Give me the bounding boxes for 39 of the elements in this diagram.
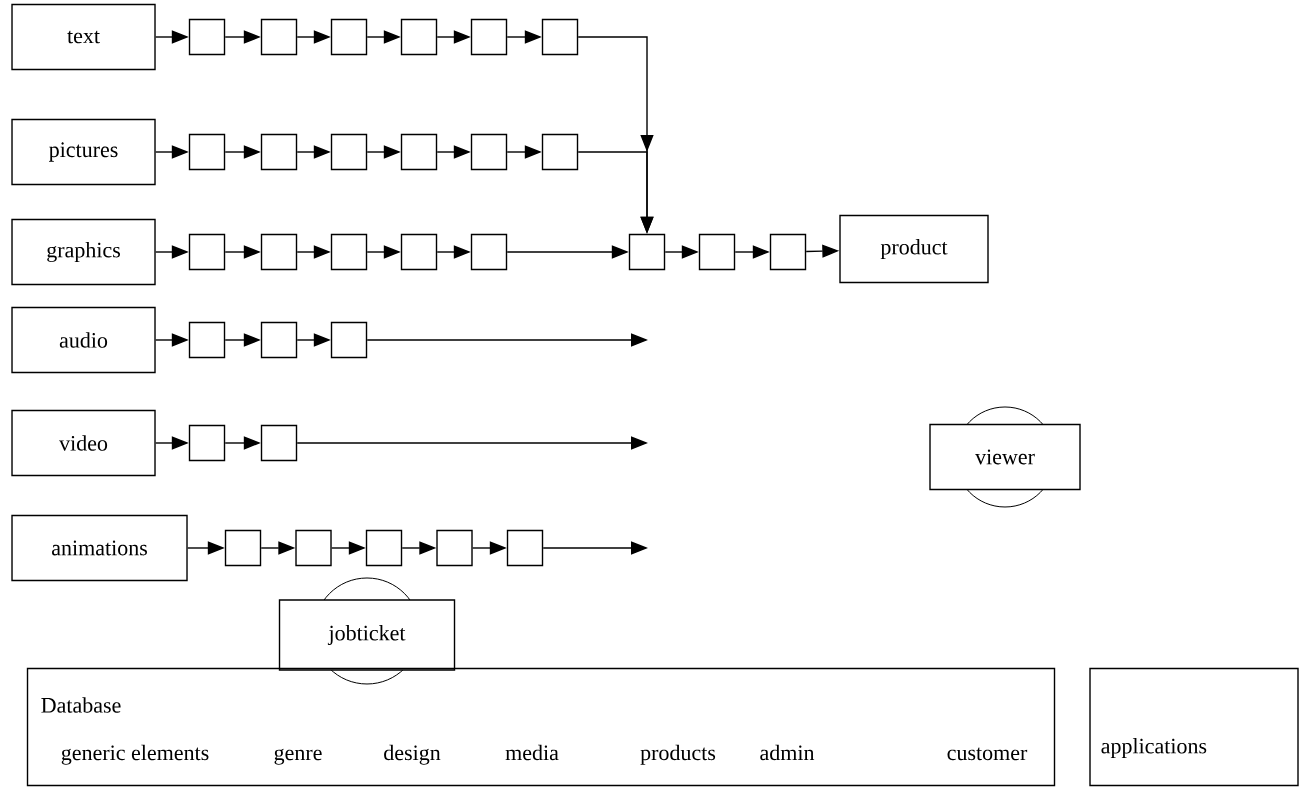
- step-box: [541, 133, 579, 171]
- step-box: [436, 529, 473, 567]
- media-box: graphics: [11, 218, 156, 286]
- step-box: [188, 424, 226, 462]
- step-box: [260, 18, 298, 56]
- media-box: product: [839, 214, 989, 284]
- step-box: [224, 529, 262, 567]
- step-box: [260, 233, 298, 271]
- step-box: [400, 18, 438, 56]
- step-box: [260, 133, 298, 171]
- step-box: [330, 133, 368, 171]
- database-box: Database generic elements genre design media products admin customer: [26, 667, 1056, 787]
- step-box: [400, 133, 438, 171]
- step-box: [188, 233, 226, 271]
- media-box: text: [11, 3, 156, 71]
- step-box: [470, 233, 508, 271]
- step-box: [769, 233, 807, 271]
- step-box: [188, 321, 226, 359]
- application-box: applications: [1089, 667, 1299, 787]
- media-box: animations: [11, 514, 188, 582]
- step-box: [295, 529, 332, 567]
- step-box: [188, 133, 226, 171]
- step-box: [330, 18, 368, 56]
- step-box: [365, 529, 403, 567]
- step-box: [188, 18, 226, 56]
- media-box: pictures: [11, 118, 156, 186]
- step-box: [628, 233, 666, 271]
- step-box: [470, 133, 508, 171]
- media-box: audio: [11, 306, 156, 374]
- step-box: [698, 233, 736, 271]
- step-box: [330, 321, 368, 359]
- step-box: [260, 424, 298, 462]
- step-box: [400, 233, 438, 271]
- step-box: [470, 18, 508, 56]
- step-box: [330, 233, 368, 271]
- step-box: [260, 321, 298, 359]
- step-box: [506, 529, 544, 567]
- media-box: video: [11, 409, 156, 477]
- step-box: [541, 18, 579, 56]
